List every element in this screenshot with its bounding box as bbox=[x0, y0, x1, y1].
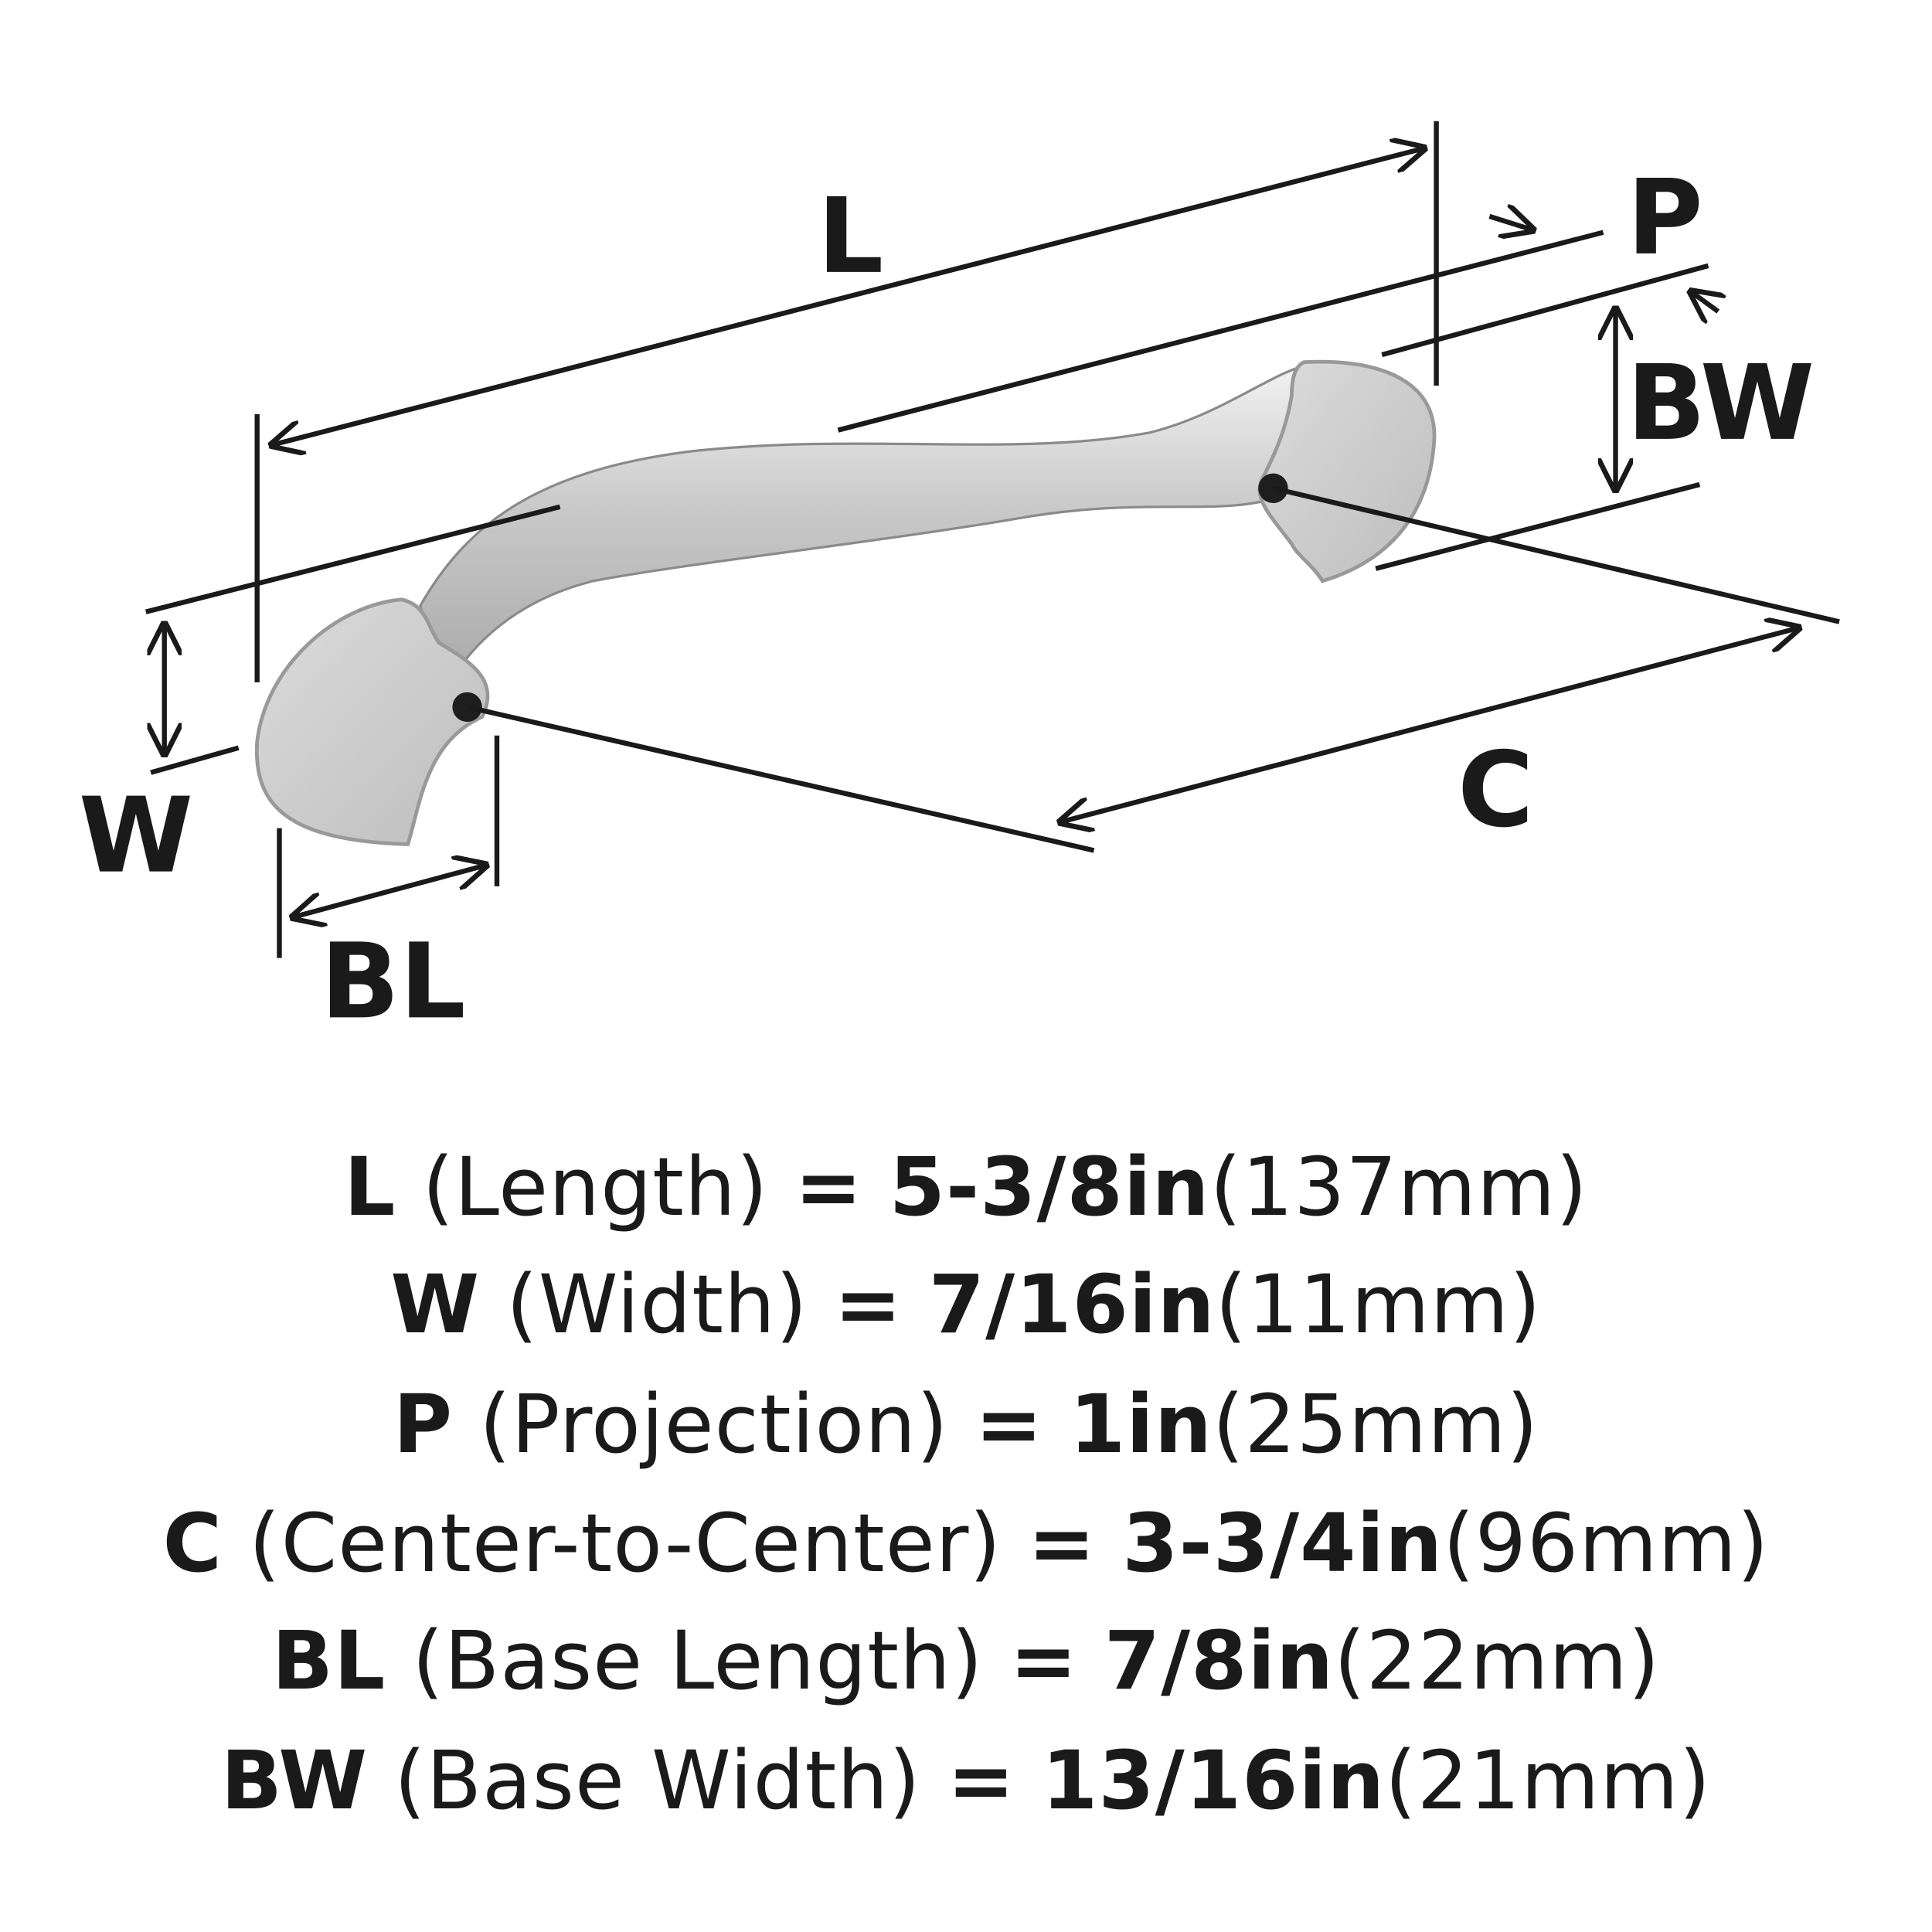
handle-bar bbox=[419, 362, 1312, 696]
spec-width: W (Width) = 7/16in(11mm) bbox=[390, 1257, 1542, 1352]
p-arrow bbox=[1488, 216, 1532, 230]
spec-center-to-center: C (Center-to-Center) = 3-3/4in(96mm) bbox=[162, 1496, 1770, 1590]
w-top-line bbox=[145, 504, 561, 614]
bw-lower-line bbox=[1375, 481, 1701, 571]
spec-projection: P (Projection) = 1in(25mm) bbox=[393, 1377, 1539, 1471]
label-c: C bbox=[1458, 729, 1534, 850]
dimension-lines bbox=[145, 121, 1840, 958]
c-right-leader bbox=[1272, 485, 1840, 624]
spec-base-width: BW (Base Width) = 13/16in(21mm) bbox=[220, 1733, 1712, 1828]
c-left-leader bbox=[466, 704, 1095, 853]
p-arrow-2 bbox=[1691, 291, 1718, 311]
label-l: L bbox=[818, 175, 884, 297]
spec-length: L (Length) = 5-3/8in(137mm) bbox=[344, 1140, 1588, 1234]
label-bw: BW bbox=[1627, 342, 1815, 464]
spec-base-length: BL (Base Length) = 7/8in(22mm) bbox=[271, 1614, 1661, 1708]
label-p: P bbox=[1627, 157, 1702, 278]
label-bl: BL bbox=[321, 920, 466, 1042]
p-top-line bbox=[837, 230, 1604, 433]
left-base bbox=[254, 597, 490, 846]
l-dimension-arrow bbox=[272, 148, 1424, 445]
c-dimension-arrow bbox=[1060, 628, 1798, 822]
p-base-line bbox=[1381, 263, 1709, 358]
label-w: W bbox=[79, 775, 193, 896]
bl-arrow bbox=[293, 866, 486, 917]
w-bottom-line bbox=[150, 745, 240, 775]
